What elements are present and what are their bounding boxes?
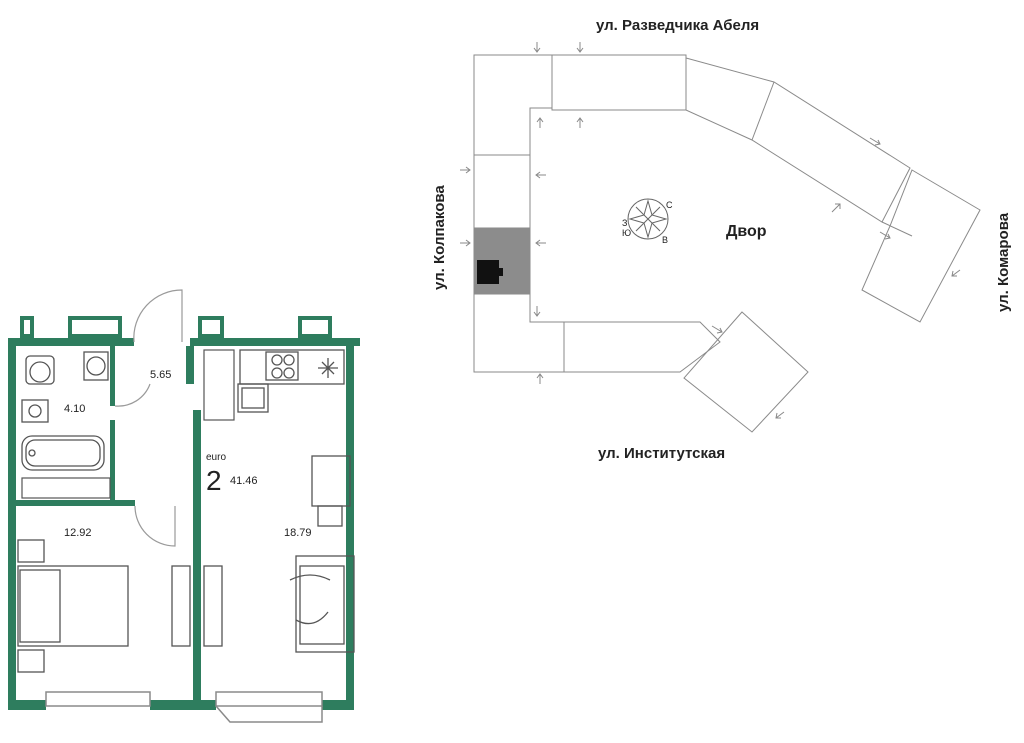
compass-east: В — [662, 235, 668, 245]
bedroom-area: 12.92 — [64, 527, 92, 539]
street-east: ул. Комарова — [995, 212, 1012, 312]
window-frames-top — [20, 316, 332, 338]
apartment-format: euro — [206, 452, 226, 463]
compass-west: З — [622, 218, 627, 228]
bathroom-fixtures — [21, 351, 109, 471]
site-plan — [460, 42, 981, 433]
sofa — [289, 555, 355, 653]
entrance-arrows — [460, 42, 961, 419]
exterior-walls — [8, 338, 360, 710]
building-east-block — [861, 169, 981, 323]
window-frames-bottom — [45, 691, 323, 723]
radiators — [21, 349, 235, 499]
building-southeast-diamond — [683, 311, 809, 433]
site-plan-labels: ул. Разведчика Абеля ул. Колпакова ул. К… — [431, 17, 1012, 462]
room-count: 2 — [206, 465, 222, 496]
apartment-plan: 4.10 5.65 12.92 18.79 euro 2 41.46 — [8, 289, 360, 723]
building-west-wing — [473, 54, 565, 373]
street-south: ул. Институтская — [598, 445, 725, 462]
compass-rose-icon — [627, 198, 669, 240]
room-labels: 4.10 5.65 12.92 18.79 euro 2 41.46 — [64, 369, 312, 539]
street-north: ул. Разведчика Абеля — [596, 17, 759, 34]
kitchen-fixtures — [237, 349, 345, 413]
selected-section-marker — [477, 260, 499, 284]
total-area: 41.46 — [230, 475, 258, 487]
interior-walls — [16, 346, 201, 708]
doors — [114, 289, 183, 547]
street-west: ул. Колпакова — [431, 185, 448, 290]
dining-table — [311, 455, 351, 527]
bedroom-furniture — [17, 539, 223, 673]
building-north-wing — [551, 54, 911, 223]
bathroom-area: 4.10 — [64, 403, 85, 415]
building-south-block — [564, 321, 721, 373]
hallway-area: 5.65 — [150, 369, 171, 381]
compass-south: Ю — [622, 228, 631, 238]
compass-north: С — [666, 200, 673, 210]
living-kitchen-area: 18.79 — [284, 527, 312, 539]
courtyard-label: Двор — [726, 223, 767, 240]
